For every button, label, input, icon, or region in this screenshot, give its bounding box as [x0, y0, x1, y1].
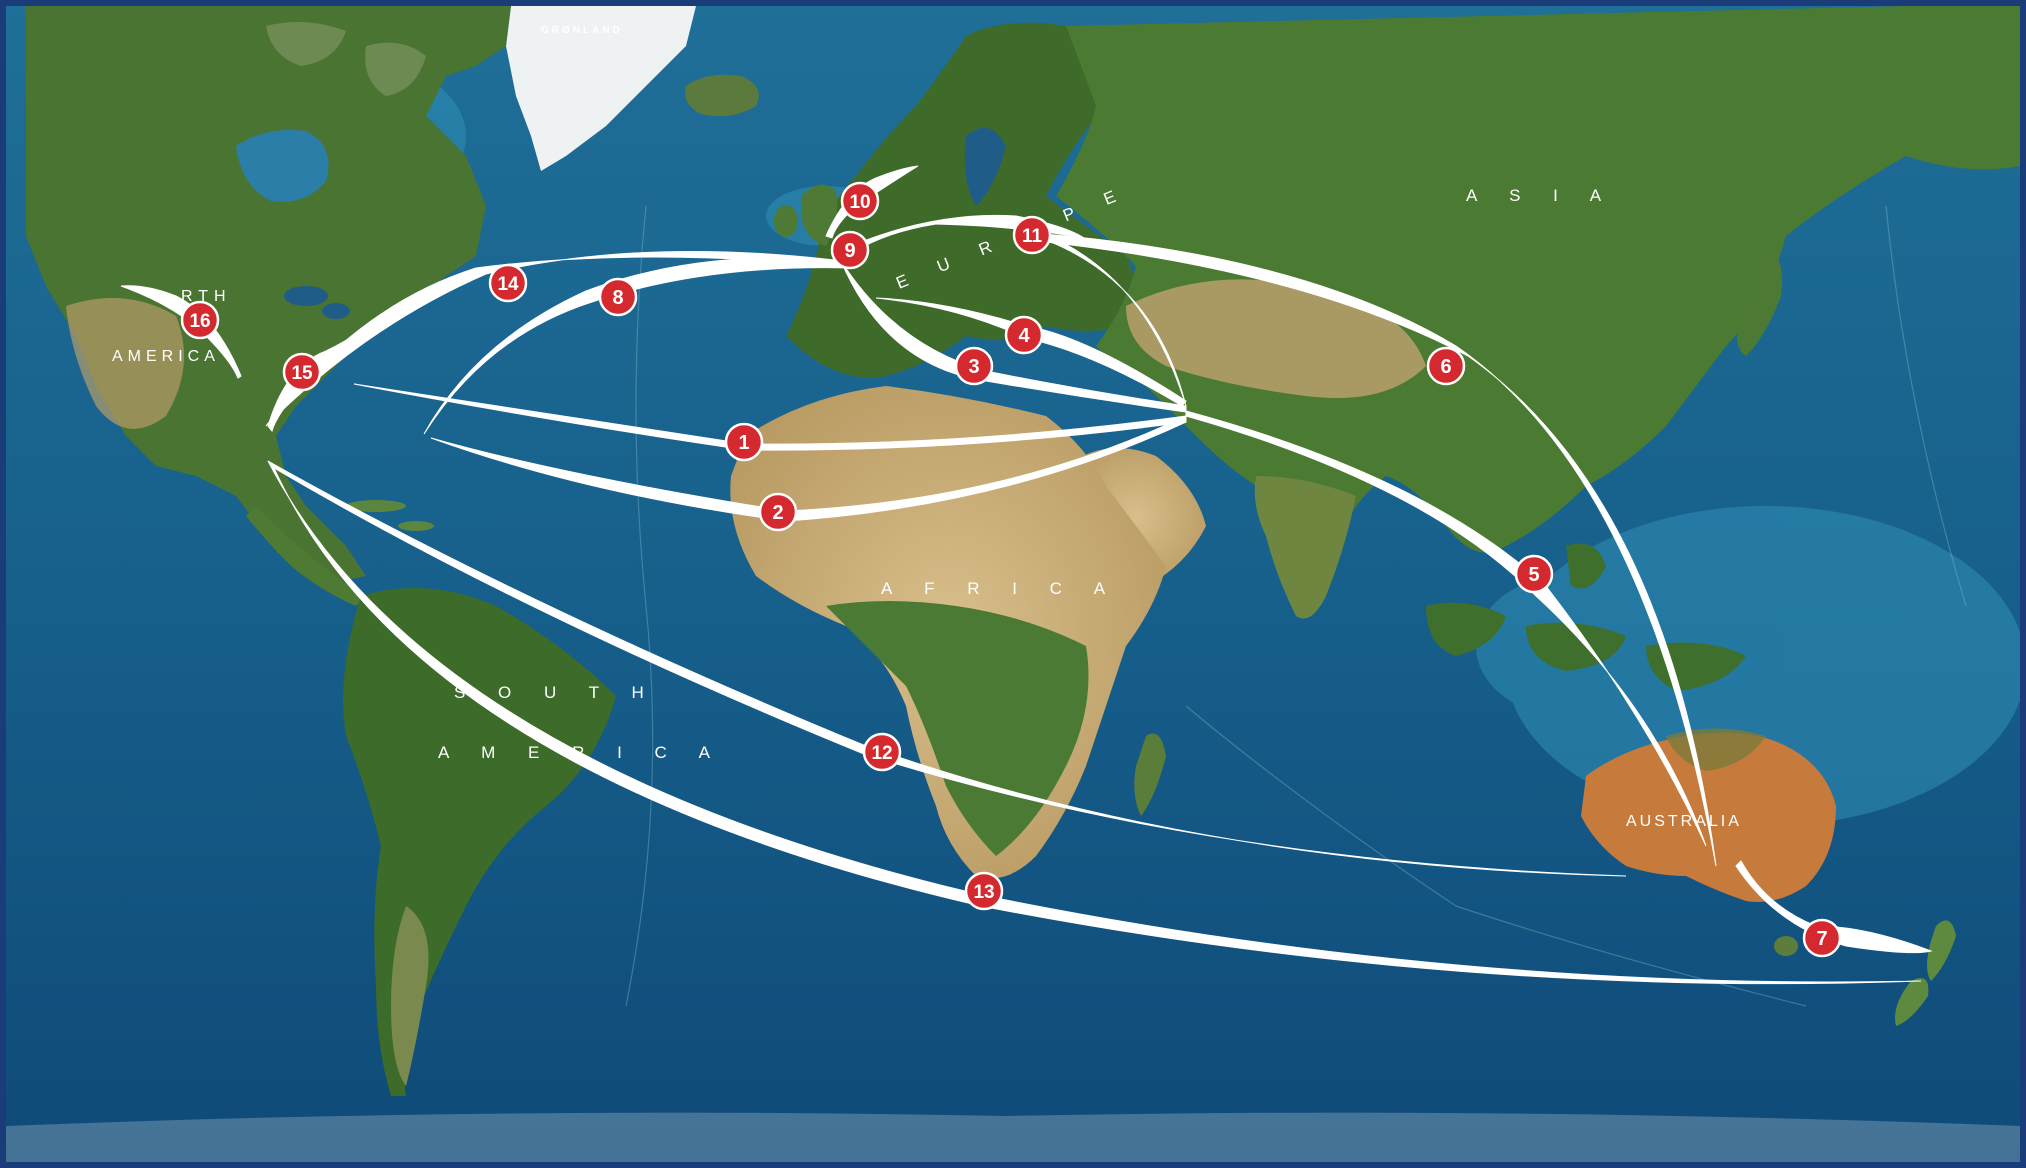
- marker-12[interactable]: 12: [862, 732, 902, 772]
- svg-text:12: 12: [871, 743, 892, 764]
- india: [1254, 476, 1356, 619]
- great-lakes: [284, 286, 350, 319]
- marker-2[interactable]: 2: [758, 492, 798, 532]
- central-asia-desert: [1126, 279, 1426, 398]
- tasmania: [1774, 936, 1798, 956]
- route-5: [1185, 410, 1707, 847]
- svg-text:13: 13: [973, 882, 994, 903]
- marker-7[interactable]: 7: [1802, 918, 1842, 958]
- marker-11[interactable]: 11: [1012, 215, 1052, 255]
- south-america-label-1: S O U T H: [454, 683, 658, 702]
- hudson-bay: [236, 130, 329, 202]
- marker-15[interactable]: 15: [282, 352, 322, 392]
- route-1: [353, 383, 1187, 451]
- north-america-label-2: AMERICA: [112, 348, 220, 365]
- svg-text:16: 16: [189, 311, 210, 332]
- central-america: [246, 506, 366, 606]
- route-13: [267, 460, 1922, 985]
- route-markers[interactable]: 1 2 3 4 5 6 7 8: [180, 181, 1842, 958]
- svg-text:6: 6: [1440, 356, 1451, 378]
- svg-text:10: 10: [849, 192, 870, 213]
- svg-text:5: 5: [1528, 564, 1539, 586]
- new-zealand: [1895, 920, 1956, 1026]
- caribbean-islands: [346, 500, 434, 531]
- arctic-islands: [266, 22, 426, 96]
- marker-10[interactable]: 10: [840, 181, 880, 221]
- north-america-label-1: RTH: [181, 288, 232, 305]
- svg-text:8: 8: [612, 287, 623, 309]
- antarctica: [6, 1112, 2020, 1162]
- svg-text:9: 9: [844, 240, 855, 262]
- north-america: [26, 6, 511, 581]
- route-8: [423, 257, 852, 435]
- world-map[interactable]: GRØNLAND A S I A E U R O P E A F R I C A…: [6, 6, 2020, 1162]
- marker-9[interactable]: 9: [830, 230, 870, 270]
- svg-text:11: 11: [1022, 226, 1043, 247]
- marker-3[interactable]: 3: [954, 346, 994, 386]
- europe: [786, 22, 1136, 378]
- japan: [1737, 246, 1782, 356]
- marker-16[interactable]: 16: [180, 300, 220, 340]
- route-12: [267, 460, 1627, 877]
- svg-text:2: 2: [772, 502, 783, 524]
- asia: [1056, 6, 2020, 581]
- svg-text:14: 14: [497, 274, 519, 295]
- greenland: [506, 6, 696, 171]
- greenland-label: GRØNLAND: [541, 25, 623, 36]
- marker-8[interactable]: 8: [598, 277, 638, 317]
- marker-13[interactable]: 13: [964, 871, 1004, 911]
- madagascar: [1134, 733, 1166, 816]
- south-america-south: [391, 906, 429, 1086]
- svg-text:15: 15: [291, 363, 313, 384]
- iceland: [685, 74, 759, 117]
- route-4: [875, 297, 1187, 407]
- africa-label: A F R I C A: [881, 579, 1119, 598]
- route-2: [430, 415, 1187, 522]
- svg-text:1: 1: [738, 432, 749, 454]
- na-plains: [66, 298, 184, 429]
- australia-label: AUSTRALIA: [1626, 813, 1742, 830]
- marker-6[interactable]: 6: [1426, 346, 1466, 386]
- ocean-ridges: [625, 205, 1967, 1007]
- marker-4[interactable]: 4: [1004, 315, 1044, 355]
- baltic-sea: [964, 128, 1006, 206]
- marker-5[interactable]: 5: [1514, 554, 1554, 594]
- svg-text:4: 4: [1018, 325, 1030, 347]
- central-africa: [826, 601, 1089, 856]
- route-11: [1043, 233, 1187, 407]
- marker-1[interactable]: 1: [724, 422, 764, 462]
- svg-text:7: 7: [1816, 928, 1827, 950]
- route-14: [265, 250, 852, 427]
- route-6: [1043, 233, 1717, 867]
- svg-text:3: 3: [968, 356, 979, 378]
- asia-label: A S I A: [1466, 186, 1615, 205]
- marker-14[interactable]: 14: [488, 263, 528, 303]
